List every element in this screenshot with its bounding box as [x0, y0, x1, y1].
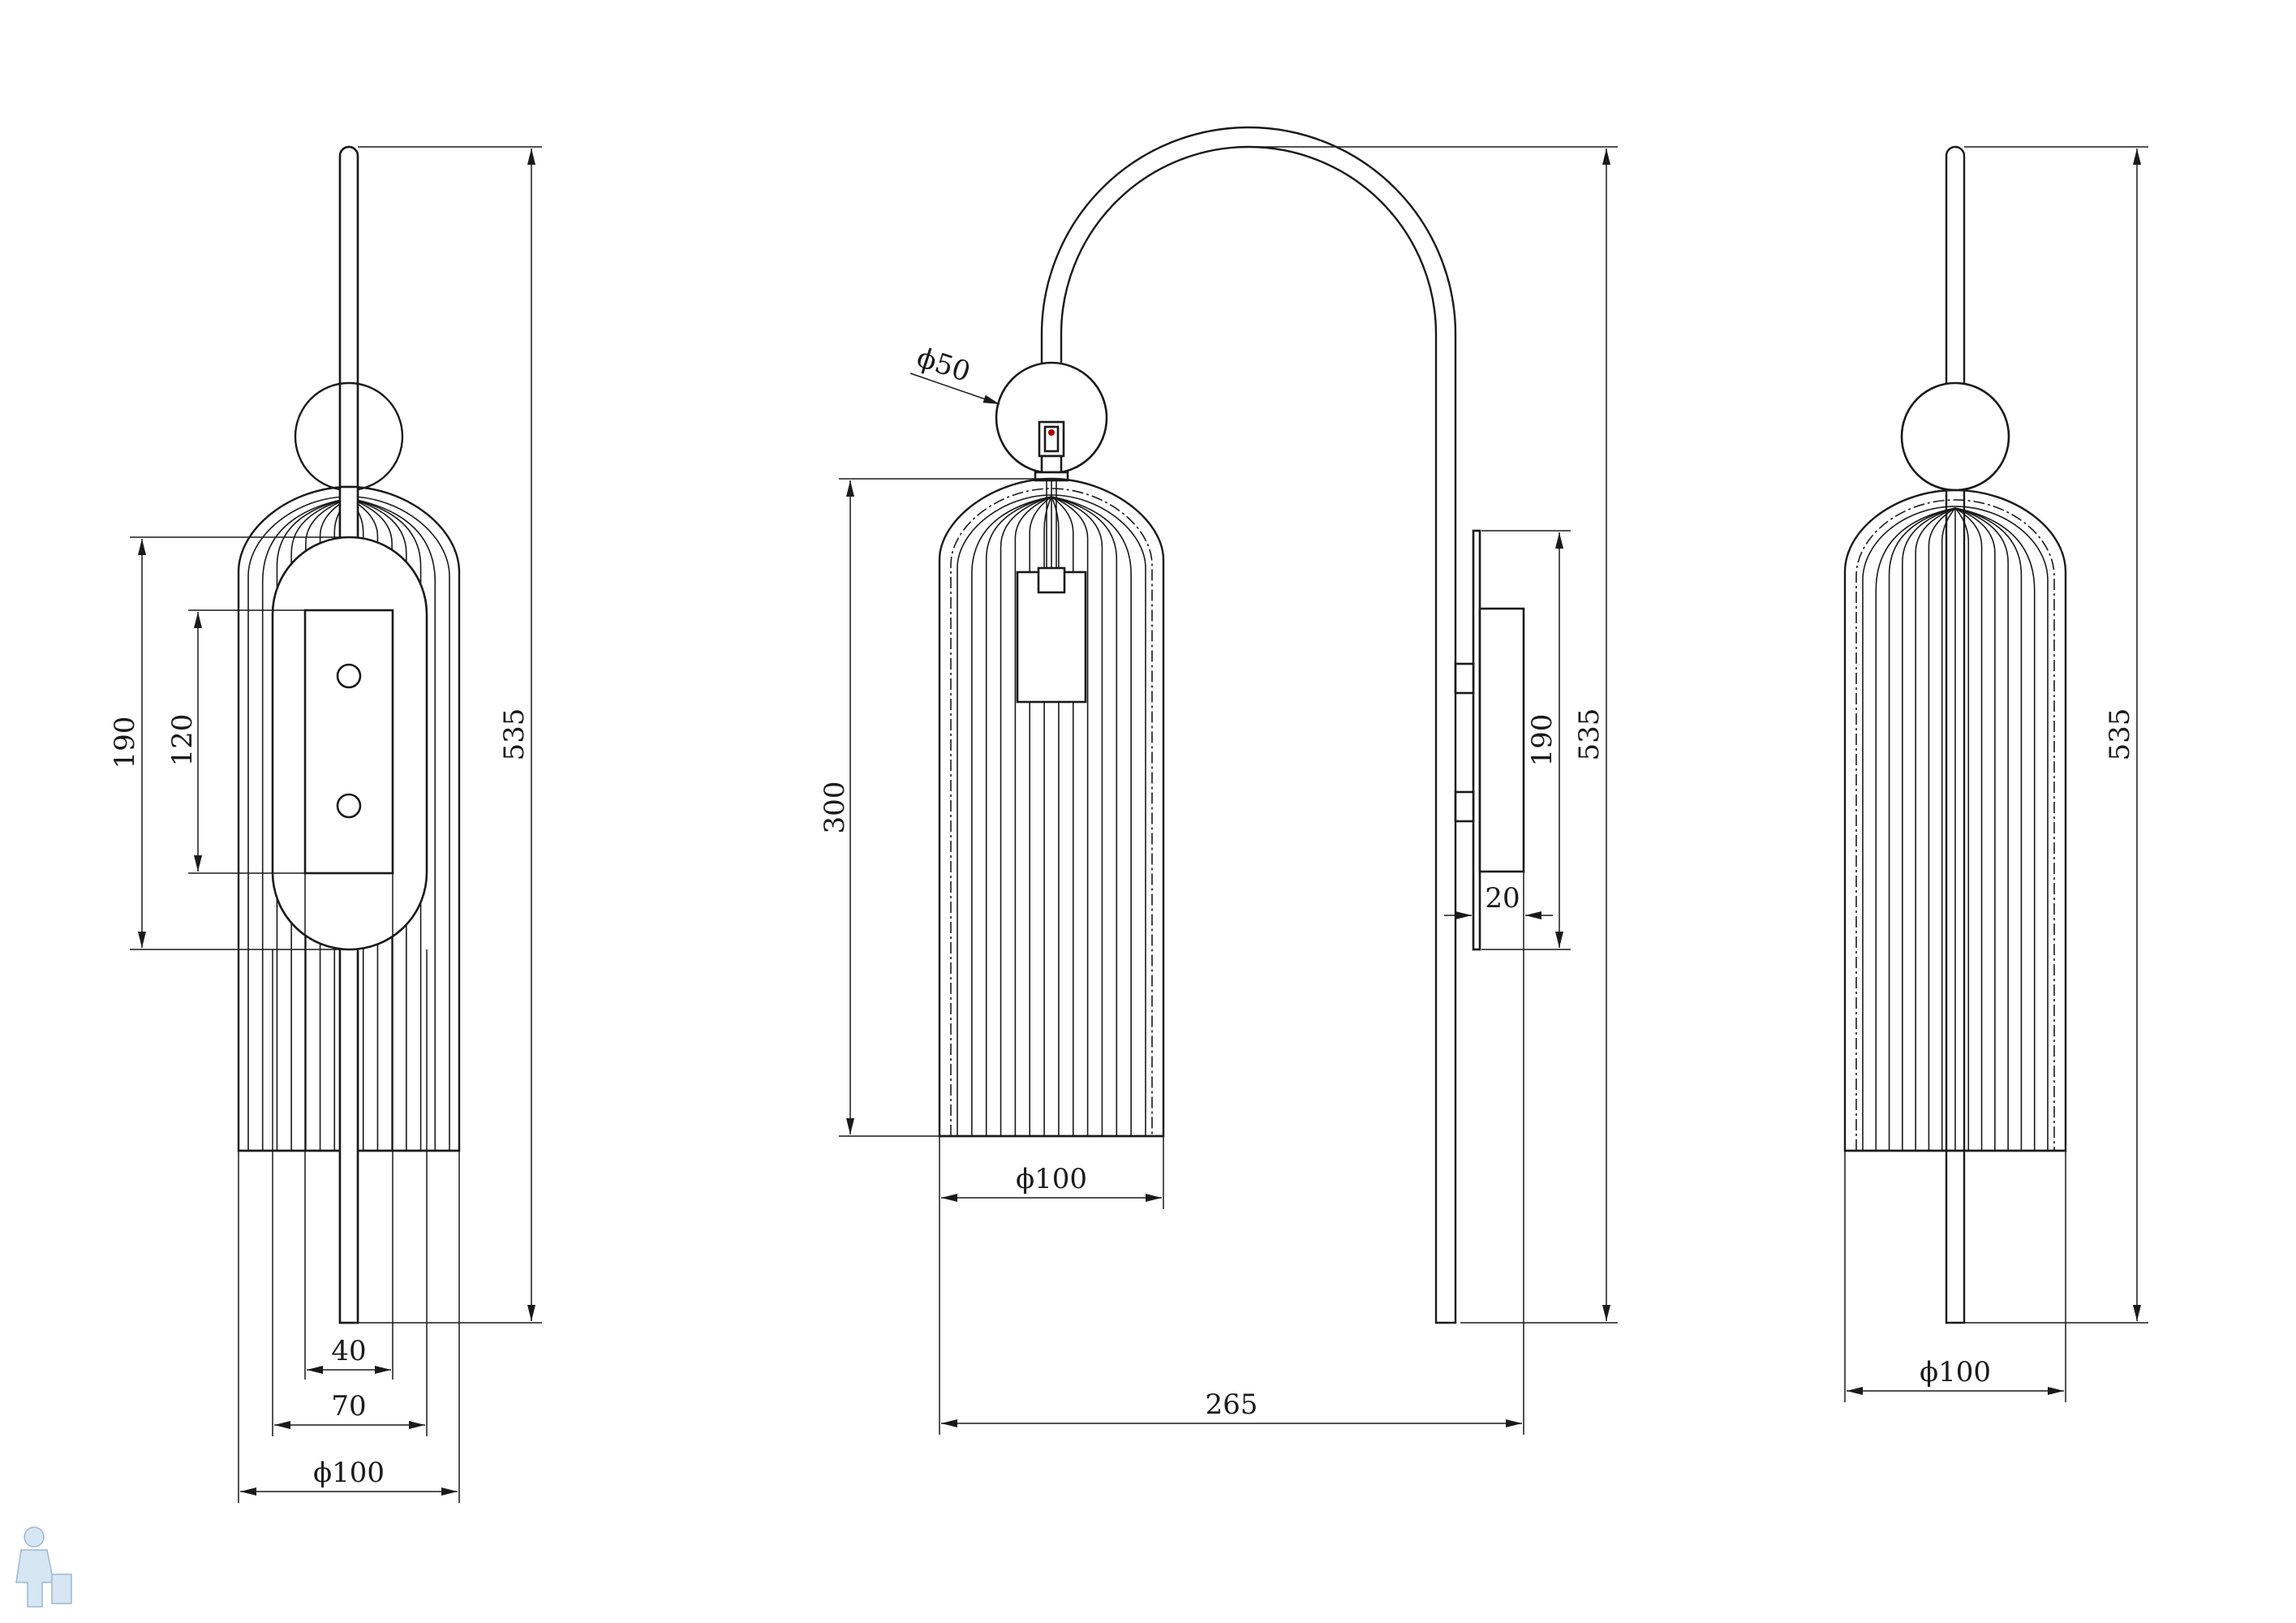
shade-rib-line — [1941, 507, 1956, 1151]
side-arched-arm — [1040, 126, 1457, 1324]
shade-rib-line — [276, 497, 350, 1151]
front-dim-70: 70 — [331, 1390, 366, 1423]
shade-rib-line — [1051, 496, 1060, 1136]
side-bulb-holder — [1016, 480, 1087, 704]
front-dim-40: 40 — [331, 1335, 366, 1367]
front-dim-120: 120 — [166, 714, 199, 767]
front-dim-width-70: 70 — [272, 949, 428, 1436]
shade-rib-line — [985, 496, 1052, 1136]
side-view: ϕ50 300 ϕ100 265 535 — [819, 126, 1618, 1435]
shade-rib-line — [1954, 507, 1983, 1151]
shade-rib-line — [1051, 496, 1103, 1136]
front-dim-width-40: 40 — [304, 873, 393, 1380]
shade-rib-line — [1043, 496, 1052, 1136]
front-dim-overall-height: 535 — [358, 146, 542, 1324]
front-screw-hole-top — [336, 663, 362, 689]
shade-rib-line — [1014, 496, 1052, 1136]
shade-rib-line — [290, 497, 350, 1151]
back-dim-overall-height: 535 — [1964, 146, 2148, 1324]
side-dim-20: 20 — [1485, 882, 1520, 915]
side-wall-plate — [1454, 529, 1525, 951]
back-dim-diameter: ϕ100 — [1844, 1151, 2066, 1402]
front-view: 535 190 120 40 70 — [109, 145, 542, 1503]
shade-rib-line — [1902, 507, 1956, 1151]
side-dim-50: ϕ50 — [913, 342, 974, 390]
side-dim-overall-depth: 265 — [939, 872, 1524, 1435]
shade-rib-line — [1888, 507, 1956, 1151]
side-dim-plate-height: 190 — [1481, 530, 1571, 950]
front-dim-diameter: ϕ100 — [238, 1151, 460, 1503]
front-screw-hole-bottom — [336, 793, 362, 819]
shade-rib-line — [348, 497, 422, 1151]
shade-rib-line — [348, 497, 436, 1151]
side-dim-535: 535 — [1573, 708, 1606, 761]
shade-rib-line — [1954, 507, 1970, 1151]
shade-rib-line — [1954, 507, 2009, 1151]
shade-rib-line — [348, 497, 407, 1151]
back-view: 535 ϕ100 — [1843, 145, 2148, 1402]
side-dim-ball-diameter: ϕ50 — [909, 342, 1000, 405]
front-ball — [294, 381, 404, 492]
shade-rib-line — [971, 496, 1052, 1136]
shade-rib-line — [1954, 507, 1996, 1151]
front-mounting-bracket — [303, 609, 394, 875]
front-dim-hole-spacing: 120 — [166, 609, 305, 874]
shade-rib-line — [1051, 496, 1132, 1136]
corner-logo-icon — [15, 1526, 72, 1608]
side-dim-shade-diameter: ϕ100 — [939, 1136, 1164, 1209]
side-dim-overall-height: 535 — [1249, 146, 1618, 1324]
back-shade — [1843, 489, 2067, 1152]
side-dim-265: 265 — [1206, 1388, 1258, 1421]
side-dim-plate-thickness: 20 — [1444, 876, 1553, 933]
back-dim-diameter-100: ϕ100 — [1920, 1356, 1991, 1388]
shade-rib-line — [1915, 507, 1956, 1151]
shade-rib-line — [261, 497, 350, 1151]
shade-rib-line — [1051, 496, 1118, 1136]
side-shade — [938, 477, 1165, 1138]
side-dim-190: 190 — [1526, 714, 1559, 767]
side-dim-shade-height: 300 — [819, 478, 1051, 1137]
back-ball — [1900, 381, 2010, 492]
shade-rib-line — [1875, 507, 1956, 1151]
back-rod — [1945, 145, 1966, 1324]
front-dim-diameter-100: ϕ100 — [313, 1457, 385, 1489]
side-dim-300: 300 — [819, 781, 851, 834]
front-dim-190: 190 — [109, 717, 141, 769]
front-dim-535: 535 — [498, 708, 531, 761]
front-dim-plate-height: 190 — [109, 536, 349, 950]
back-dim-535: 535 — [2104, 708, 2136, 761]
shade-rib-line — [1954, 507, 2023, 1151]
side-dim-diameter-100: ϕ100 — [1016, 1163, 1087, 1195]
shade-rib-line — [1928, 507, 1956, 1151]
side-socket — [1034, 420, 1069, 482]
shade-rib-line — [1954, 507, 2036, 1151]
shade-rib-line — [1051, 496, 1089, 1136]
shade-rib-line — [1000, 496, 1052, 1136]
